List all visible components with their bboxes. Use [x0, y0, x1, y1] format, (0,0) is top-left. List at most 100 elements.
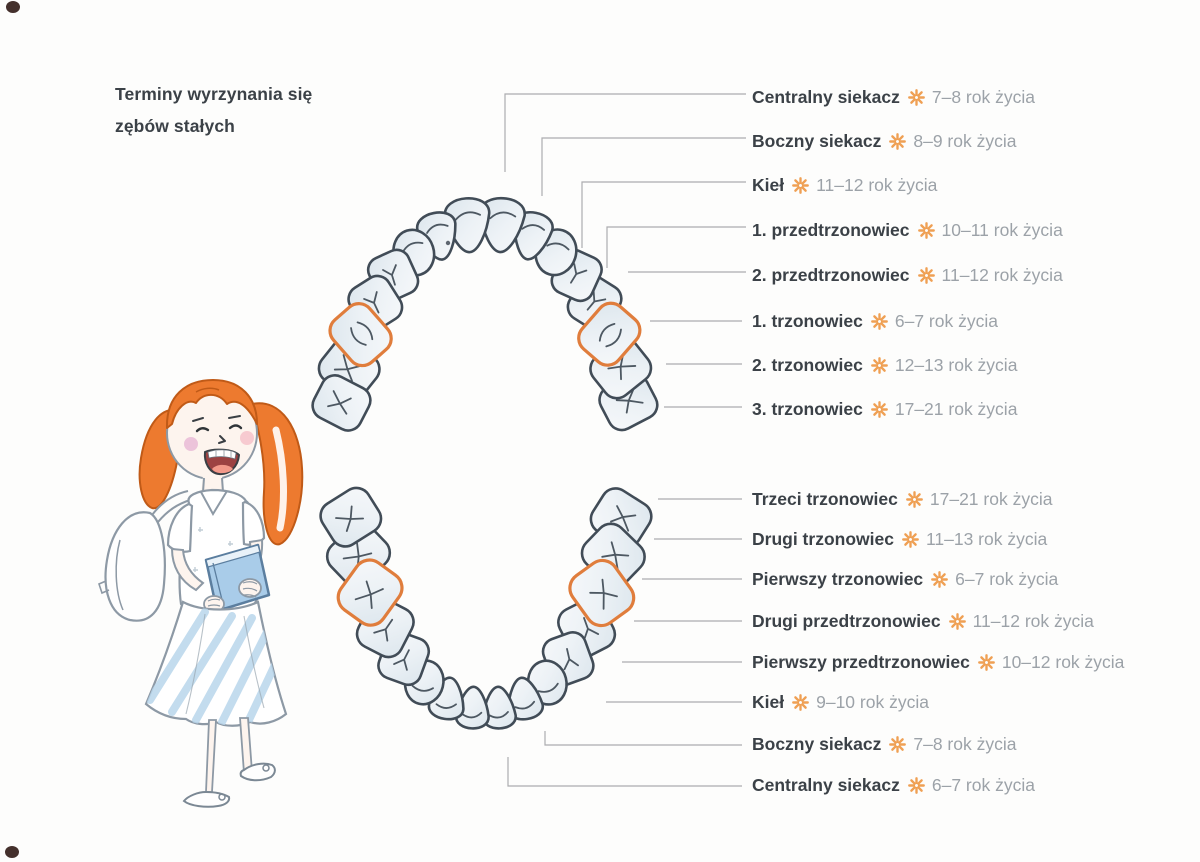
- tooth-name-label: Trzeci trzonowiec: [752, 488, 898, 509]
- tooth-name-label: 2. trzonowiec: [752, 354, 863, 375]
- asterisk-icon: [902, 531, 919, 548]
- page-title-line1: Terminy wyrzynania się: [115, 84, 313, 104]
- cheek-left: [184, 437, 198, 451]
- tooth-upper-ci-7: [479, 196, 526, 254]
- legend-row-upper-second-molar: 2. trzonowiec 12–13 rok życia: [752, 352, 1017, 378]
- tooth-lower-m1-13: [336, 558, 404, 627]
- scan-artifact: [6, 1, 20, 13]
- eruption-age-label: 6–7 rok życia: [955, 568, 1059, 589]
- legend-row-upper-lateral-incisor: Boczny siekacz 8–9 rok życia: [752, 128, 1016, 154]
- eruption-age-label: 11–12 rok życia: [972, 610, 1094, 631]
- tooth-name-label: Pierwszy trzonowiec: [752, 568, 924, 589]
- eyebrows: [192, 415, 241, 422]
- tooth-name-label: Centralny siekacz: [752, 86, 900, 107]
- pigtail-right: [250, 402, 304, 546]
- eruption-age-label: 6–7 rok życia: [931, 774, 1035, 795]
- leg-left: [205, 719, 217, 793]
- book-pages: [205, 544, 261, 568]
- sleeve-left: [166, 502, 194, 553]
- scan-artifact: [445, 240, 451, 246]
- tooth-name-label: Pierwszy przedtrzonowiec: [752, 651, 970, 672]
- tooth-name-label: 1. trzonowiec: [752, 310, 863, 331]
- legend-row-lower-central-incisor: Centralny siekacz 6–7 rok życia: [752, 772, 1035, 798]
- backpack: [104, 511, 166, 622]
- legend-row-lower-first-molar: Pierwszy trzonowiec 6–7 rok życia: [752, 566, 1058, 592]
- eruption-age-label: 11–13 rok życia: [925, 528, 1048, 549]
- pigtail-highlight: [272, 426, 287, 532]
- asterisk-icon: [931, 571, 949, 588]
- skirt-fold: [185, 613, 265, 715]
- eruption-age-label: 7–8 rok życia: [913, 733, 1017, 754]
- tooth-upper-ci-8: [443, 197, 491, 254]
- shoe-right: [239, 762, 276, 782]
- legend-row-lower-third-molar: Trzeci trzonowiec 17–21 rok życia: [752, 486, 1052, 512]
- leg-right: [239, 717, 253, 775]
- eruption-age-label: 7–8 rok życia: [931, 86, 1035, 107]
- eyes: [195, 424, 243, 433]
- connector-lines: [504, 93, 746, 787]
- tooth-lower-m1-2: [568, 558, 636, 628]
- collar: [200, 490, 228, 517]
- legend-row-lower-lateral-incisor: Boczny siekacz 7–8 rok życia: [752, 731, 1016, 757]
- upper-dental-arch: [311, 196, 659, 432]
- asterisk-icon: [905, 491, 923, 508]
- hair-strand: [195, 387, 220, 393]
- tooth-name-label: Kieł: [752, 174, 785, 195]
- eruption-age-label: 10–12 rok życia: [1001, 651, 1125, 672]
- tooth-name-label: Centralny siekacz: [752, 774, 900, 795]
- eruption-age-label: 6–7 rok życia: [894, 310, 998, 331]
- legend-row-lower-first-premolar: Pierwszy przedtrzonowiec 10–12 rok życia: [752, 649, 1124, 675]
- girl-illustration: [98, 379, 304, 808]
- tooth-name-label: 2. przedtrzonowiec: [752, 264, 910, 285]
- arm-left: [170, 547, 205, 592]
- neck: [201, 476, 224, 492]
- tooth-name-label: 3. trzonowiec: [752, 398, 863, 419]
- asterisk-icon: [907, 777, 925, 794]
- hand-right-fingers: [242, 581, 258, 598]
- legend-row-upper-first-molar: 1. trzonowiec 6–7 rok życia: [752, 308, 998, 334]
- asterisk-icon: [792, 177, 810, 194]
- nose: [218, 435, 226, 444]
- eruption-age-label: 11–12 rok życia: [816, 174, 938, 195]
- cheek-right: [240, 431, 254, 445]
- legend-row-lower-second-molar: Drugi trzonowiec 11–13 rok życia: [752, 526, 1047, 552]
- asterisk-icon: [870, 401, 888, 418]
- backpack-strap: [151, 490, 191, 523]
- asterisk-icon: [977, 654, 995, 671]
- tooth-upper-m1-13: [328, 302, 393, 368]
- tooth-name-label: Drugi trzonowiec: [752, 528, 894, 549]
- page-title-line2: zębów stałych: [115, 116, 235, 136]
- tooth-name-label: Drugi przedtrzonowiec: [752, 610, 941, 631]
- sleeve-right: [241, 500, 266, 546]
- asterisk-icon: [917, 222, 935, 239]
- backpack-buckle: [98, 580, 110, 595]
- eruption-age-label: 8–9 rok życia: [913, 130, 1017, 151]
- tooth-name-label: Boczny siekacz: [752, 130, 882, 151]
- asterisk-icon: [948, 613, 966, 630]
- legend-row-lower-second-premolar: Drugi przedtrzonowiec 11–12 rok życia: [752, 608, 1094, 634]
- asterisk-icon: [907, 89, 925, 106]
- eruption-age-label: 17–21 rok życia: [929, 488, 1053, 509]
- asterisk-icon: [870, 313, 888, 330]
- asterisk-icon: [870, 357, 888, 374]
- asterisk-icon: [792, 694, 810, 711]
- tooth-lower-ci-7: [481, 685, 517, 730]
- asterisk-icon: [889, 133, 907, 150]
- eruption-age-label: 10–11 rok życia: [941, 219, 1063, 240]
- legend-row-upper-canine: Kieł 11–12 rok życia: [752, 172, 937, 198]
- asterisk-icon: [917, 267, 935, 284]
- shoe-left-bow: [218, 793, 226, 801]
- page-title: Terminy wyrzynania się zębów stałych: [115, 78, 312, 142]
- tooth-name-label: Boczny siekacz: [752, 733, 882, 754]
- skirt: [144, 600, 288, 727]
- eruption-age-label: 12–13 rok życia: [894, 354, 1018, 375]
- tooth-upper-li-6: [513, 211, 554, 261]
- backpack-seam: [115, 539, 124, 611]
- tooth-lower-m3-15: [319, 486, 383, 548]
- eruption-age-label: 17–21 rok życia: [894, 398, 1018, 419]
- legend-row-upper-third-molar: 3. trzonowiec 17–21 rok życia: [752, 396, 1017, 422]
